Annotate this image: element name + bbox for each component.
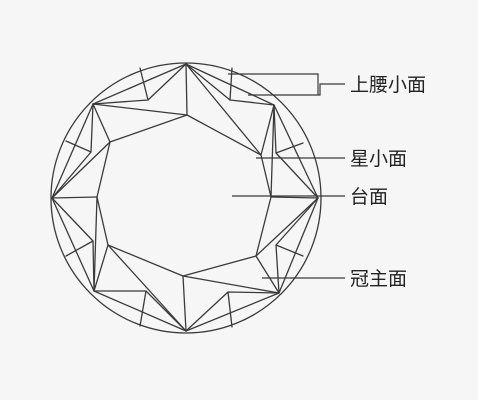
star-facet xyxy=(182,255,280,294)
girdle-facet-edge xyxy=(227,291,233,328)
girdle-facet-edge xyxy=(229,67,233,101)
label-upper-girdle-facet: 上腰小面 xyxy=(350,74,426,96)
star-facet xyxy=(92,103,188,143)
star-facet xyxy=(51,141,111,199)
label-table: 台面 xyxy=(350,186,388,208)
girdle-outline xyxy=(50,62,322,334)
girdle-facet-edge xyxy=(139,67,149,101)
star-facet xyxy=(255,196,319,257)
callout-line-upper-girdle xyxy=(228,73,345,96)
star-facet xyxy=(93,196,109,292)
girdle-facet-edge xyxy=(65,140,92,153)
girdle-facet-edge xyxy=(275,142,304,154)
girdle-facet-edge xyxy=(139,290,147,327)
star-facet xyxy=(185,63,262,156)
label-star-facet: 星小面 xyxy=(350,148,407,170)
label-crown-main-facet: 冠主面 xyxy=(350,268,407,290)
girdle-facet-edge xyxy=(65,240,94,257)
star-facet xyxy=(107,244,187,332)
girdle-facet-edge xyxy=(275,244,304,257)
